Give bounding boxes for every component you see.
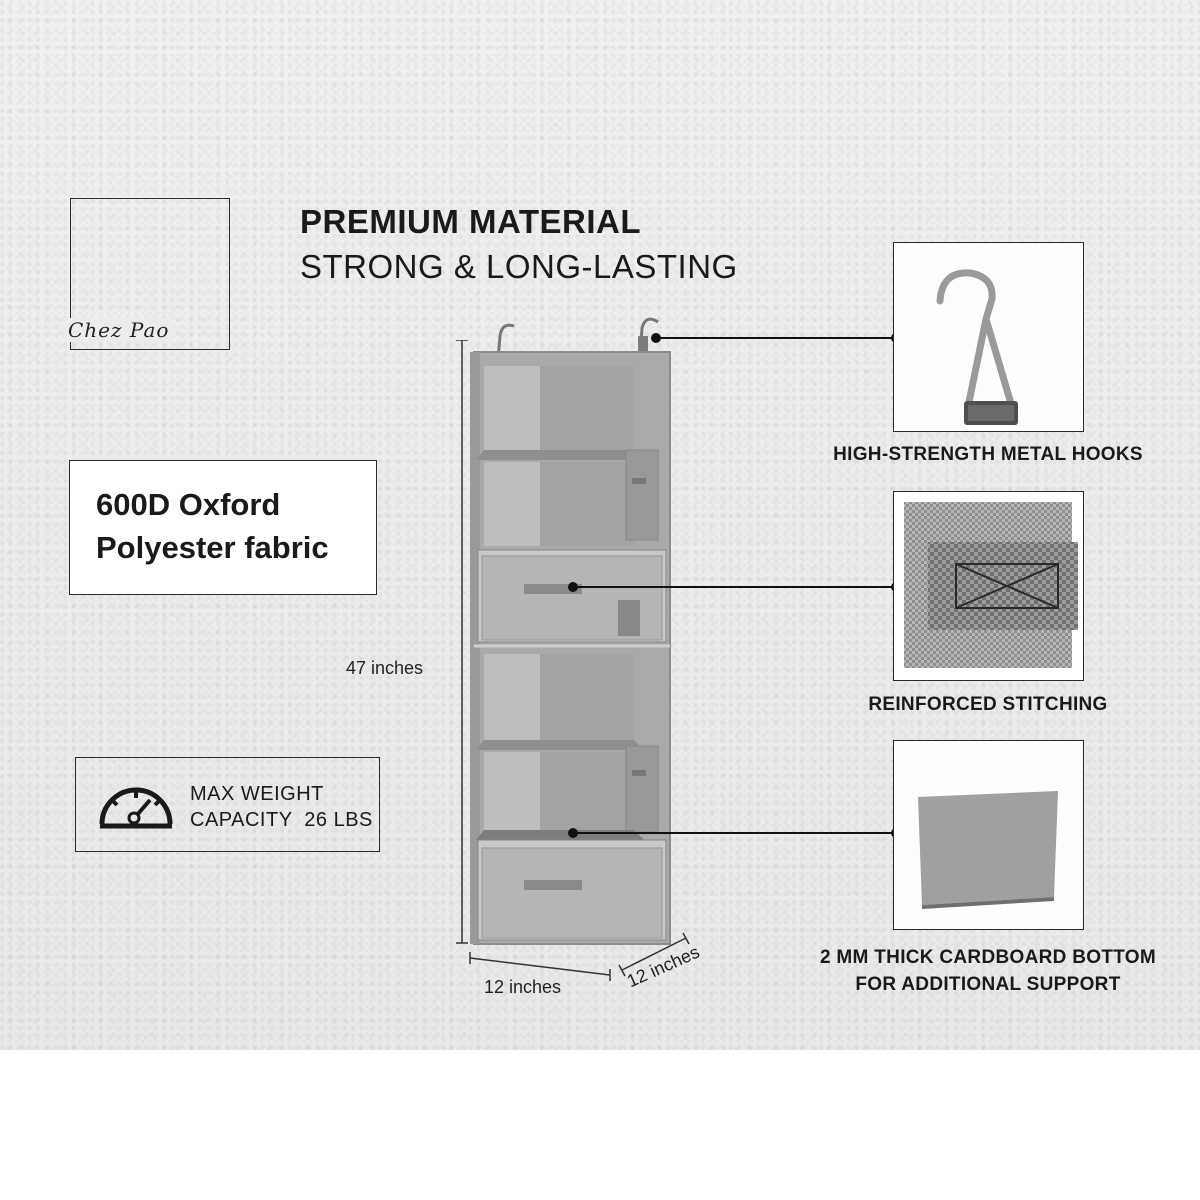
stitching-image: [904, 502, 1078, 668]
height-dimension-label: 47 inches: [346, 658, 424, 678]
cardboard-feature-panel: [893, 740, 1084, 930]
metal-hook-image: [936, 269, 1018, 425]
hanging-organizer-image: [470, 317, 671, 945]
cardboard-caption-line-1: 2 MM THICK CARDBOARD BOTTOM: [819, 947, 1156, 968]
fabric-line-1: 600D Oxford: [96, 487, 281, 522]
callout-connectors: [568, 333, 901, 838]
cardboard-feature-caption: 2 MM THICK CARDBOARD BOTTOM FOR ADDITION…: [790, 944, 1186, 998]
brand-logo-frame: [70, 198, 230, 350]
stitching-feature-panel: [893, 491, 1084, 681]
dimension-guides: [456, 340, 690, 981]
weight-text: MAX WEIGHT CAPACITY 26 LBS: [190, 781, 373, 833]
width-dimension-label: 12 inches: [484, 977, 562, 997]
heading-title: PREMIUM MATERIAL: [300, 203, 642, 240]
speedometer-icon: [99, 787, 173, 829]
fabric-info-box: 600D Oxford Polyester fabric: [69, 460, 377, 595]
brand-logo-text: Chez Pao: [64, 318, 174, 342]
heading-subtitle: STRONG & LONG-LASTING: [300, 248, 738, 285]
hook-feature-caption: HIGH-STRENGTH METAL HOOKS: [833, 444, 1143, 465]
weight-info-box: [75, 757, 380, 852]
cardboard-image: [918, 791, 1058, 909]
weight-line-1: MAX WEIGHT: [190, 783, 324, 805]
hook-feature-panel: [893, 242, 1084, 432]
stitching-feature-caption: REINFORCED STITCHING: [868, 694, 1108, 715]
fabric-line-2: Polyester fabric: [96, 530, 329, 565]
weight-line-2: CAPACITY 26 LBS: [190, 809, 373, 831]
cardboard-caption-line-2: FOR ADDITIONAL SUPPORT: [855, 974, 1121, 995]
